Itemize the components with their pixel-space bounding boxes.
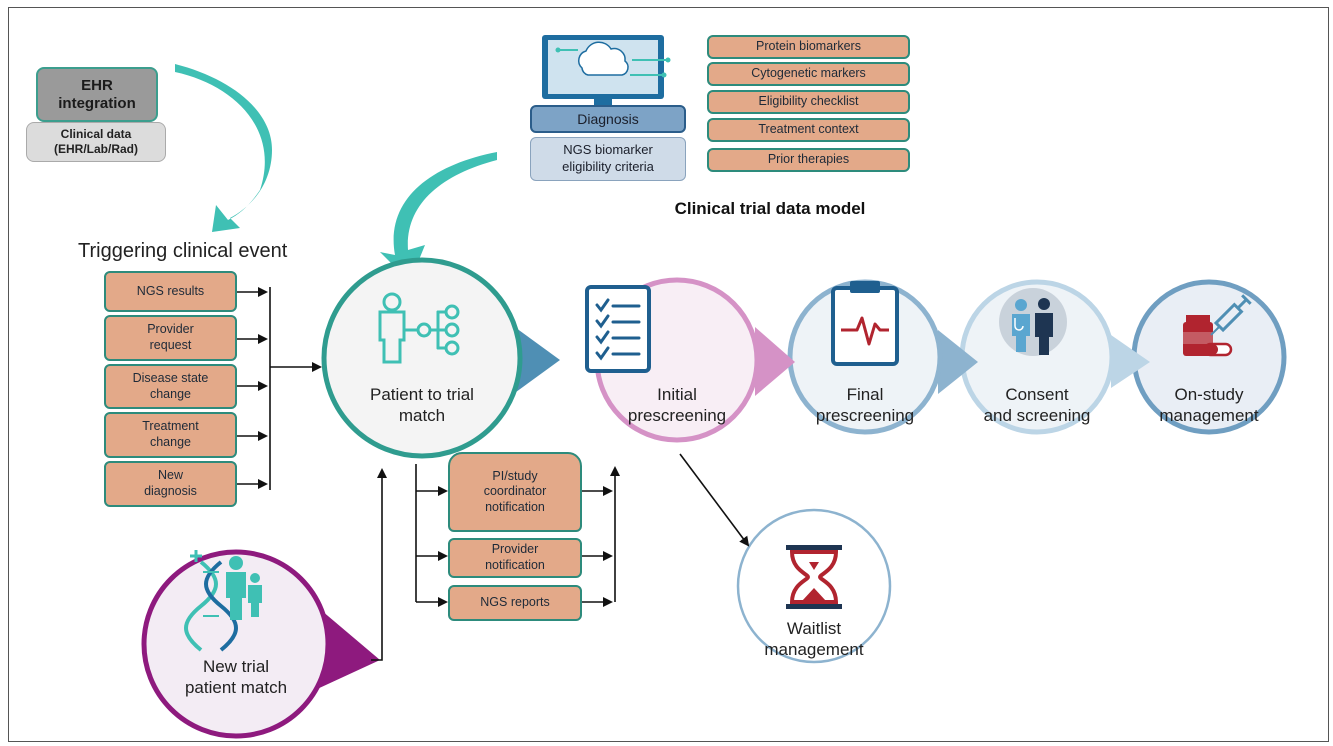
model-item-eligibility-checklist: Eligibility checklist [707,90,910,114]
ngs-criteria-box: NGS biomarker eligibility criteria [530,137,686,181]
hourglass-icon [786,545,842,609]
trigger-provider-request: Provider request [104,315,237,361]
doctor-patient-icon [999,288,1067,356]
stage-patient-trial-match: Patient to trial match [370,385,474,426]
stage-new-trial-patient-match: New trial patient match [184,657,288,698]
ehr-clinical-data-box: Clinical data (EHR/Lab/Rad) [26,122,166,162]
trigger-treatment-change: Treatment change [104,412,237,458]
ehr-curved-arrow [175,64,272,232]
dna-family-icon [184,550,262,652]
notify-pi-coordinator: PI/study coordinator notification [448,452,582,532]
notify-ngs-reports: NGS reports [448,585,582,621]
stage-initial-prescreening: Initial prescreening [627,385,727,426]
trigger-title: Triggering clinical event [78,240,288,262]
checklist-icon [585,285,651,373]
trigger-connectors [237,287,322,490]
model-item-cytogenetic-markers: Cytogenetic markers [707,62,910,86]
trigger-new-diagnosis: New diagnosis [104,461,237,507]
stage-match-shape [321,257,560,459]
stage-consent-screening: Consent and screening [983,385,1091,426]
notify-provider: Provider notification [448,538,582,578]
diagnosis-box: Diagnosis [530,105,686,133]
model-item-protein-biomarkers: Protein biomarkers [707,35,910,59]
model-item-treatment-context: Treatment context [707,118,910,142]
model-item-prior-therapies: Prior therapies [707,148,910,172]
figure-frame [8,7,1329,742]
ehr-integration-box: EHR integration [36,67,158,122]
trigger-ngs-results: NGS results [104,271,237,312]
stage-newmatch-shape [141,549,380,739]
stage-on-study-management: On-study management [1159,385,1259,426]
trigger-disease-state-change: Disease state change [104,364,237,409]
newmatch-connector [371,468,387,661]
clipboard-heartbeat-icon [831,281,899,366]
cloud-computer-icon [542,35,671,112]
data-model-title: Clinical trial data model [674,199,866,218]
medication-syringe-icon [1183,294,1252,357]
model-curved-arrow [380,152,497,282]
person-network-icon [378,292,460,364]
stage-final-prescreening: Final prescreening [815,385,915,426]
stage-waitlist-management: Waitlist management [764,619,864,660]
notification-connectors [415,453,750,607]
